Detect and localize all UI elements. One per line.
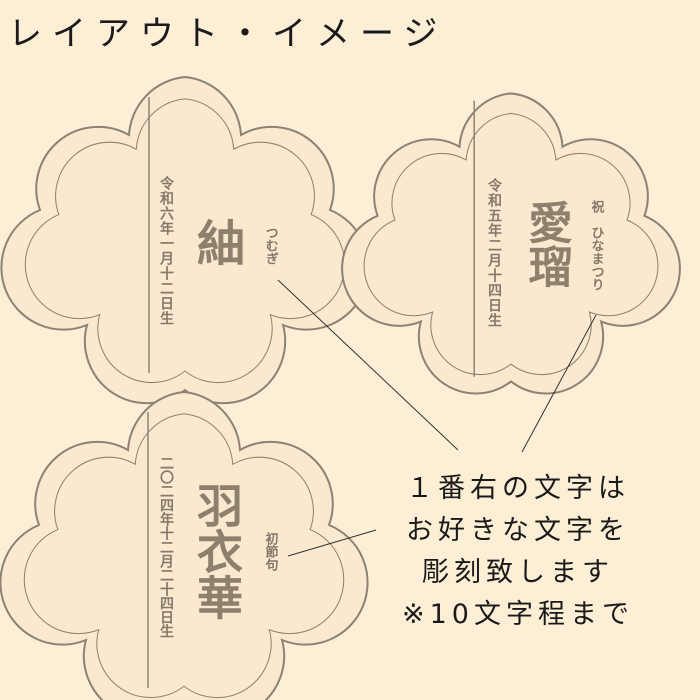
- plaque-2-label: 祝 ひなまつり: [589, 199, 605, 291]
- plaque-1-date: 令和六年一月十二日生: [158, 175, 175, 326]
- plaque-3-label: 初節句: [263, 531, 279, 572]
- plaque-3: [0, 391, 369, 700]
- note-line-4: ※10文字程まで: [402, 599, 634, 630]
- page-heading: レイアウト・イメージ: [8, 14, 448, 54]
- plaque-2-name: 愛瑠: [521, 200, 573, 288]
- leader-line-1: [277, 279, 459, 451]
- plaque-2: [341, 92, 681, 395]
- plaque-3-date: 二〇二四年十二月二十四日生: [158, 456, 175, 638]
- note-line-3: 彫刻致します: [422, 557, 614, 588]
- plaque-3-name: 羽衣華: [190, 482, 244, 620]
- note-line-2: お好きな文字を: [406, 515, 630, 546]
- plaque-2-date: 令和五年二月十四日生: [486, 177, 503, 328]
- plaque-1-label: つむぎ: [263, 226, 279, 265]
- plaque-1: [0, 76, 370, 405]
- leader-line-3: [287, 529, 377, 557]
- plaque-1-name: 紬: [188, 218, 245, 266]
- engraving-note: １番右の文字は お好きな文字を 彫刻致します ※10文字程まで: [368, 468, 668, 636]
- note-line-1: １番右の文字は: [406, 473, 630, 504]
- leader-line-2: [521, 314, 597, 453]
